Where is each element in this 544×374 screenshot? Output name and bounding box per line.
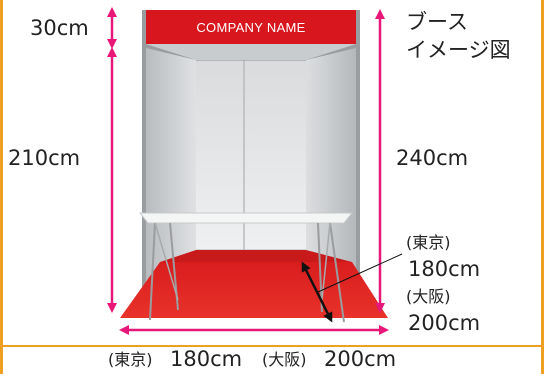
width-tokyo-label: (東京)	[108, 350, 153, 369]
depth-tokyo-value: 180cm	[408, 257, 481, 281]
carpet-back-edge	[160, 250, 352, 262]
table-top	[138, 212, 354, 224]
depth-tokyo-label: (東京)	[406, 233, 451, 252]
sign-height-label: 30cm	[30, 16, 89, 40]
right-wall-height-label: 240cm	[396, 146, 469, 170]
table-brace	[154, 222, 179, 301]
left-side-wall	[146, 48, 196, 288]
depth-osaka-value: 200cm	[408, 311, 481, 335]
depth-osaka-label: (大阪)	[406, 287, 451, 306]
table-leg	[329, 222, 345, 323]
company-name-text: COMPANY NAME	[196, 20, 305, 35]
top-fascia	[146, 44, 356, 60]
frame-left-border	[0, 0, 3, 374]
red-carpet	[120, 262, 388, 318]
depth-arrow	[301, 261, 333, 323]
width-osaka-label: (大阪)	[262, 350, 307, 369]
title-line-1: ブース	[406, 10, 468, 34]
frame-bottom-border	[0, 345, 544, 347]
width-osaka-value: 200cm	[324, 347, 397, 371]
width-tokyo-value: 180cm	[170, 347, 243, 371]
left-wall-height-label: 210cm	[8, 146, 81, 170]
depth-leader-line	[317, 253, 403, 293]
frame-right-border	[541, 0, 544, 374]
title-line-2: イメージ図	[406, 38, 511, 62]
sign-board	[146, 10, 356, 44]
table-leg	[149, 222, 156, 321]
